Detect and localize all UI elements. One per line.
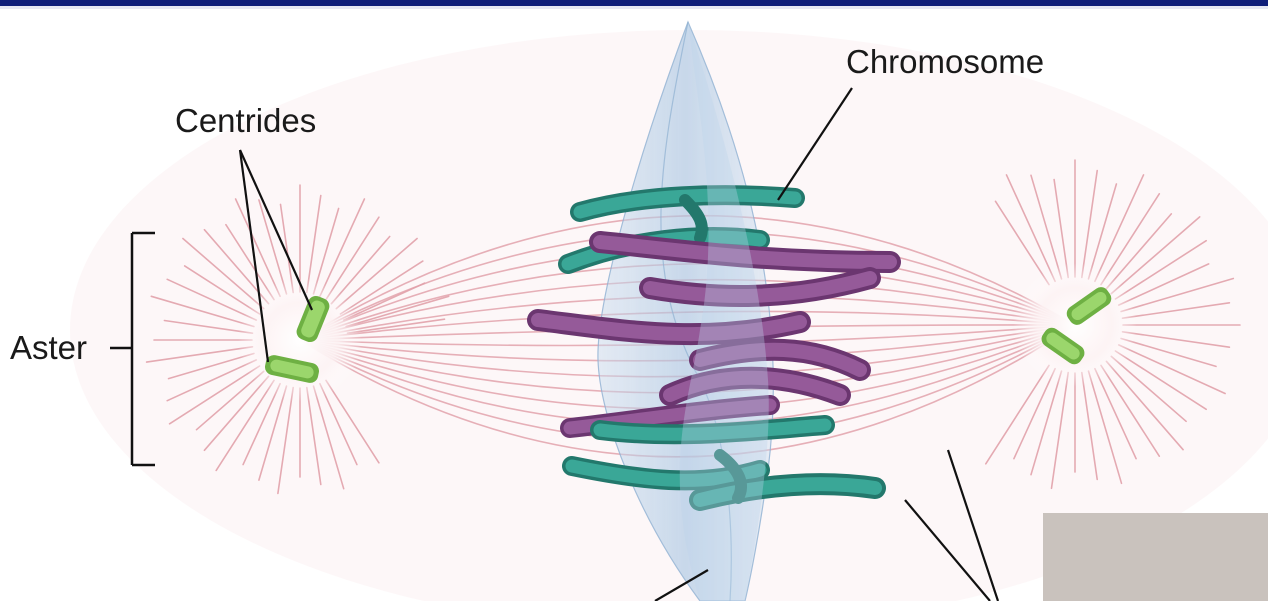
right-pole-halo [1013, 263, 1137, 387]
aster-label: Aster [10, 329, 87, 366]
centrides-label: Centrides [175, 102, 316, 139]
corner-gray-block [1043, 513, 1268, 601]
left-pole-halo [238, 278, 362, 402]
top-border-shade [0, 6, 1268, 9]
chromosome-label: Chromosome [846, 43, 1044, 80]
